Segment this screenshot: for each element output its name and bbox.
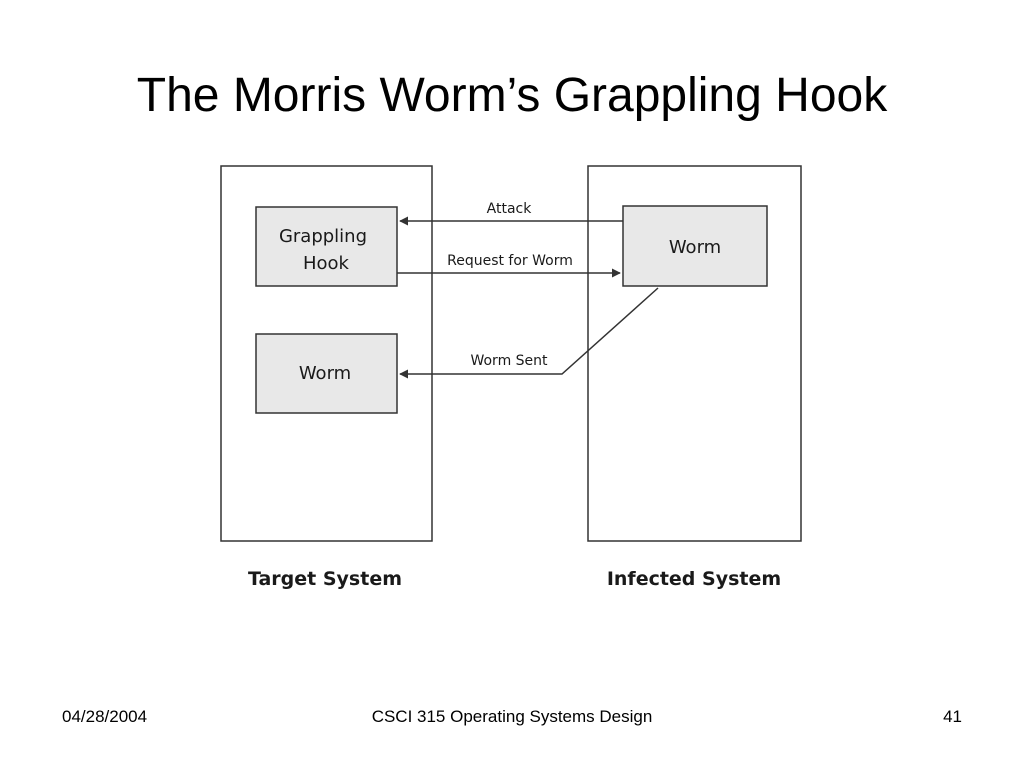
request-arrow: Request for Worm: [397, 253, 621, 278]
infected-system: Worm Infected System: [587, 165, 802, 590]
footer-date: 04/28/2004: [62, 707, 148, 726]
target-worm-rect: [255, 333, 398, 414]
target-system: Grappling Hook Worm Target System: [220, 165, 433, 590]
grappling-hook-box: Grappling Hook: [255, 206, 398, 287]
grappling-hook-label-line-2: Hook: [303, 253, 350, 274]
target-worm-box: Worm: [255, 333, 398, 414]
target-worm-label: Worm: [299, 363, 351, 384]
worm-sent-arrow: Worm Sent: [399, 287, 659, 379]
target-system-label: Target System: [248, 568, 402, 590]
attack-arrow: Attack: [399, 201, 623, 226]
request-arrow-label: Request for Worm: [447, 253, 573, 269]
infected-worm-label: Worm: [669, 237, 721, 258]
infected-worm-box: Worm: [622, 205, 768, 287]
grappling-hook-label-line-1: Grappling: [279, 226, 367, 247]
infected-worm-rect: [622, 205, 768, 287]
infected-system-label: Infected System: [607, 568, 781, 590]
slide-title: The Morris Worm’s Grappling Hook: [136, 69, 888, 122]
footer-course: CSCI 315 Operating Systems Design: [371, 707, 653, 726]
worm-sent-arrow-label: Worm Sent: [470, 353, 548, 369]
footer-page-number: 41: [943, 707, 962, 726]
attack-arrow-label: Attack: [487, 201, 533, 217]
worm-sent-arrow-line: [399, 287, 659, 379]
grappling-hook-rect: [255, 206, 398, 287]
